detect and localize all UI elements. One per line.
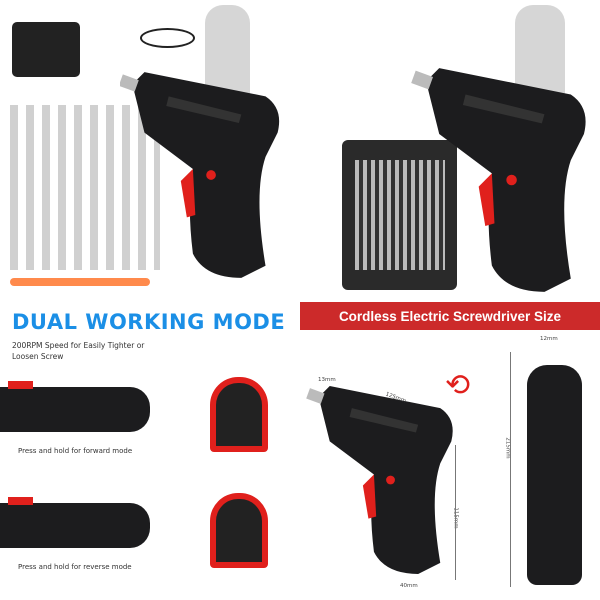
size-banner: Cordless Electric Screwdriver Size	[300, 302, 600, 330]
screwdriver-image	[120, 72, 280, 278]
total-dimension-line	[510, 352, 511, 587]
reverse-trigger	[8, 497, 33, 505]
forward-caption: Press and hold for forward mode	[18, 447, 133, 455]
dim-width: 40mm	[400, 583, 418, 589]
rotate-icon: ⟲	[445, 368, 471, 403]
screwdriver-straight-view	[527, 365, 582, 585]
flexible-extension	[10, 278, 150, 286]
reverse-mode-tool	[0, 503, 150, 548]
forward-mode-tool	[0, 387, 150, 432]
dim-bit: 13mm	[318, 377, 336, 383]
case-bits	[355, 160, 445, 270]
dim-tip: 12mm	[540, 336, 558, 342]
kit-contents-panel	[0, 0, 300, 300]
ghost-screwdriver	[515, 5, 565, 100]
carrying-case	[12, 22, 80, 77]
product-with-case-panel	[300, 0, 600, 300]
bit-set	[10, 105, 160, 270]
dual-mode-subtitle: 200RPM Speed for Easily Tighter or Loose…	[12, 341, 145, 361]
reverse-caption: Press and hold for reverse mode	[18, 563, 132, 571]
dual-mode-title: DUAL WORKING MODE	[12, 310, 286, 334]
forward-trigger	[8, 381, 33, 389]
reverse-front-view	[210, 493, 268, 568]
usb-cable	[140, 28, 195, 48]
ghost-screwdriver	[205, 5, 250, 100]
screwdriver-image	[411, 68, 586, 292]
handle-dimension-line	[455, 445, 456, 580]
screwdriver-side-view	[306, 386, 453, 574]
forward-front-view	[210, 377, 268, 452]
